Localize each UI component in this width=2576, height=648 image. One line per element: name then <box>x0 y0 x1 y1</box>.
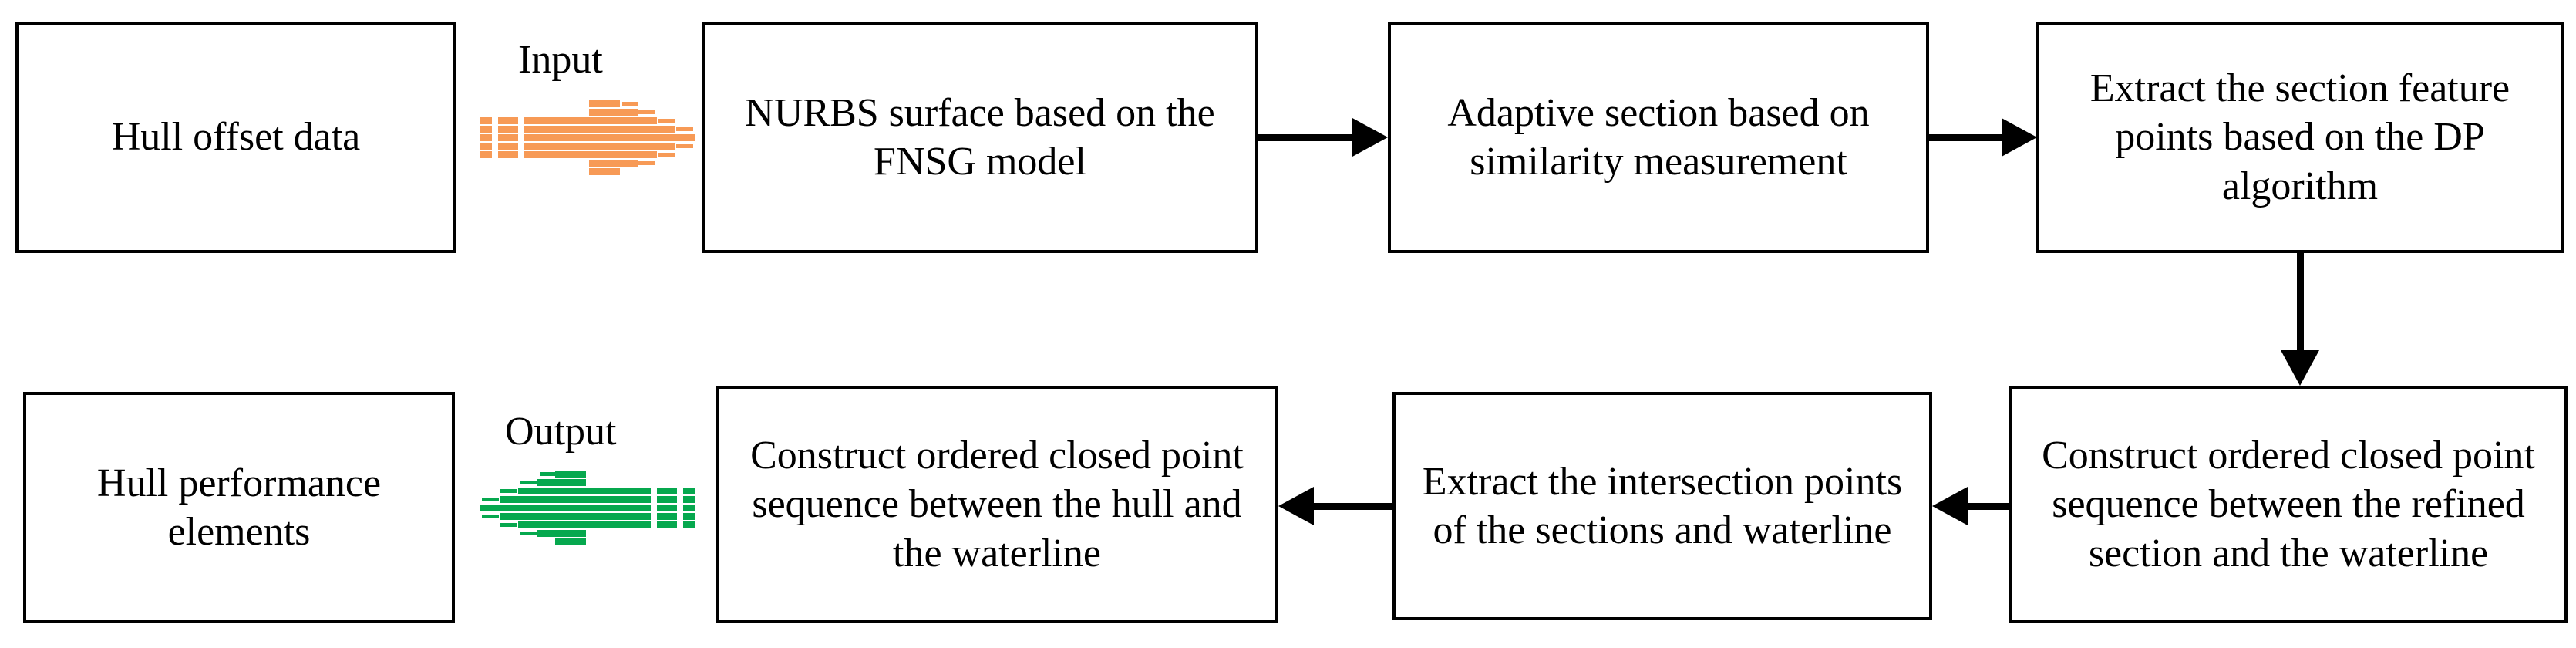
node-hull-performance[interactable]: Hull performance elements <box>23 392 455 623</box>
node-nurbs-surface[interactable]: NURBS surface based on the FNSG model <box>702 22 1258 253</box>
node-label: Construct ordered closed point sequence … <box>750 433 1244 575</box>
node-label: Construct ordered closed point sequence … <box>2042 433 2535 575</box>
output-flow-arrow <box>472 471 703 545</box>
node-label: Extract the intersection points of the s… <box>1422 459 1903 552</box>
node-label: Hull performance elements <box>96 461 382 554</box>
node-label: NURBS surface based on the FNSG model <box>745 90 1215 184</box>
node-construct-hull[interactable]: Construct ordered closed point sequence … <box>716 386 1278 623</box>
node-label: Extract the section feature points based… <box>2089 66 2510 208</box>
node-adaptive-section[interactable]: Adaptive section based on similarity mea… <box>1388 22 1929 253</box>
input-flow-arrow <box>472 100 703 175</box>
node-construct-refined[interactable]: Construct ordered closed point sequence … <box>2009 386 2568 623</box>
output-label: Output <box>505 410 617 454</box>
node-label: Hull offset data <box>111 115 361 160</box>
node-label: Adaptive section based on similarity mea… <box>1447 90 1870 184</box>
input-label: Input <box>518 38 603 82</box>
node-extract-section-feature[interactable]: Extract the section feature points based… <box>2036 22 2564 253</box>
node-hull-offset-data[interactable]: Hull offset data <box>15 22 456 253</box>
node-extract-intersection[interactable]: Extract the intersection points of the s… <box>1392 392 1932 620</box>
